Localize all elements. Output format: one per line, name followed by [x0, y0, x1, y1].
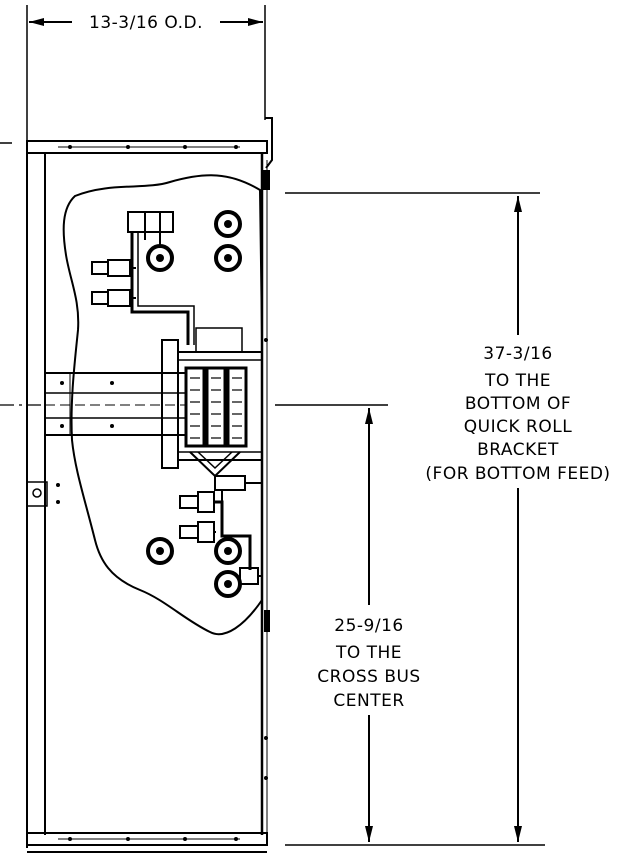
middle-height-line-4: CENTER [333, 691, 404, 711]
top-width-dimension: 13-3/16 O.D. [26, 5, 266, 140]
cabinet-enclosure [0, 117, 273, 853]
switch-assembly [161, 327, 263, 491]
insulators [146, 210, 242, 598]
right-height-line-5: BRACKET [477, 440, 559, 460]
upper-bus-assembly [91, 211, 195, 345]
right-height-line-2: TO THE [484, 371, 551, 391]
right-height-line-3: BOTTOM OF [465, 394, 571, 414]
middle-height-line-1: 25-9/16 [334, 616, 403, 636]
middle-height-line-2: TO THE [335, 643, 402, 663]
right-height-dimension: 37-3/16 TO THE BOTTOM OF QUICK ROLL BRAC… [285, 192, 610, 846]
middle-height-dimension: 25-9/16 TO THE CROSS BUS CENTER [0, 404, 420, 842]
cross-bus [45, 372, 185, 436]
middle-height-line-3: CROSS BUS [317, 667, 420, 687]
right-height-line-4: QUICK ROLL [464, 417, 572, 437]
right-height-line-6: (FOR BOTTOM FEED) [425, 464, 610, 484]
top-width-label: 13-3/16 O.D. [89, 13, 203, 33]
lower-bus-assembly [179, 490, 262, 585]
cutaway-outline [62, 174, 263, 636]
right-height-line-1: 37-3/16 [483, 344, 552, 364]
